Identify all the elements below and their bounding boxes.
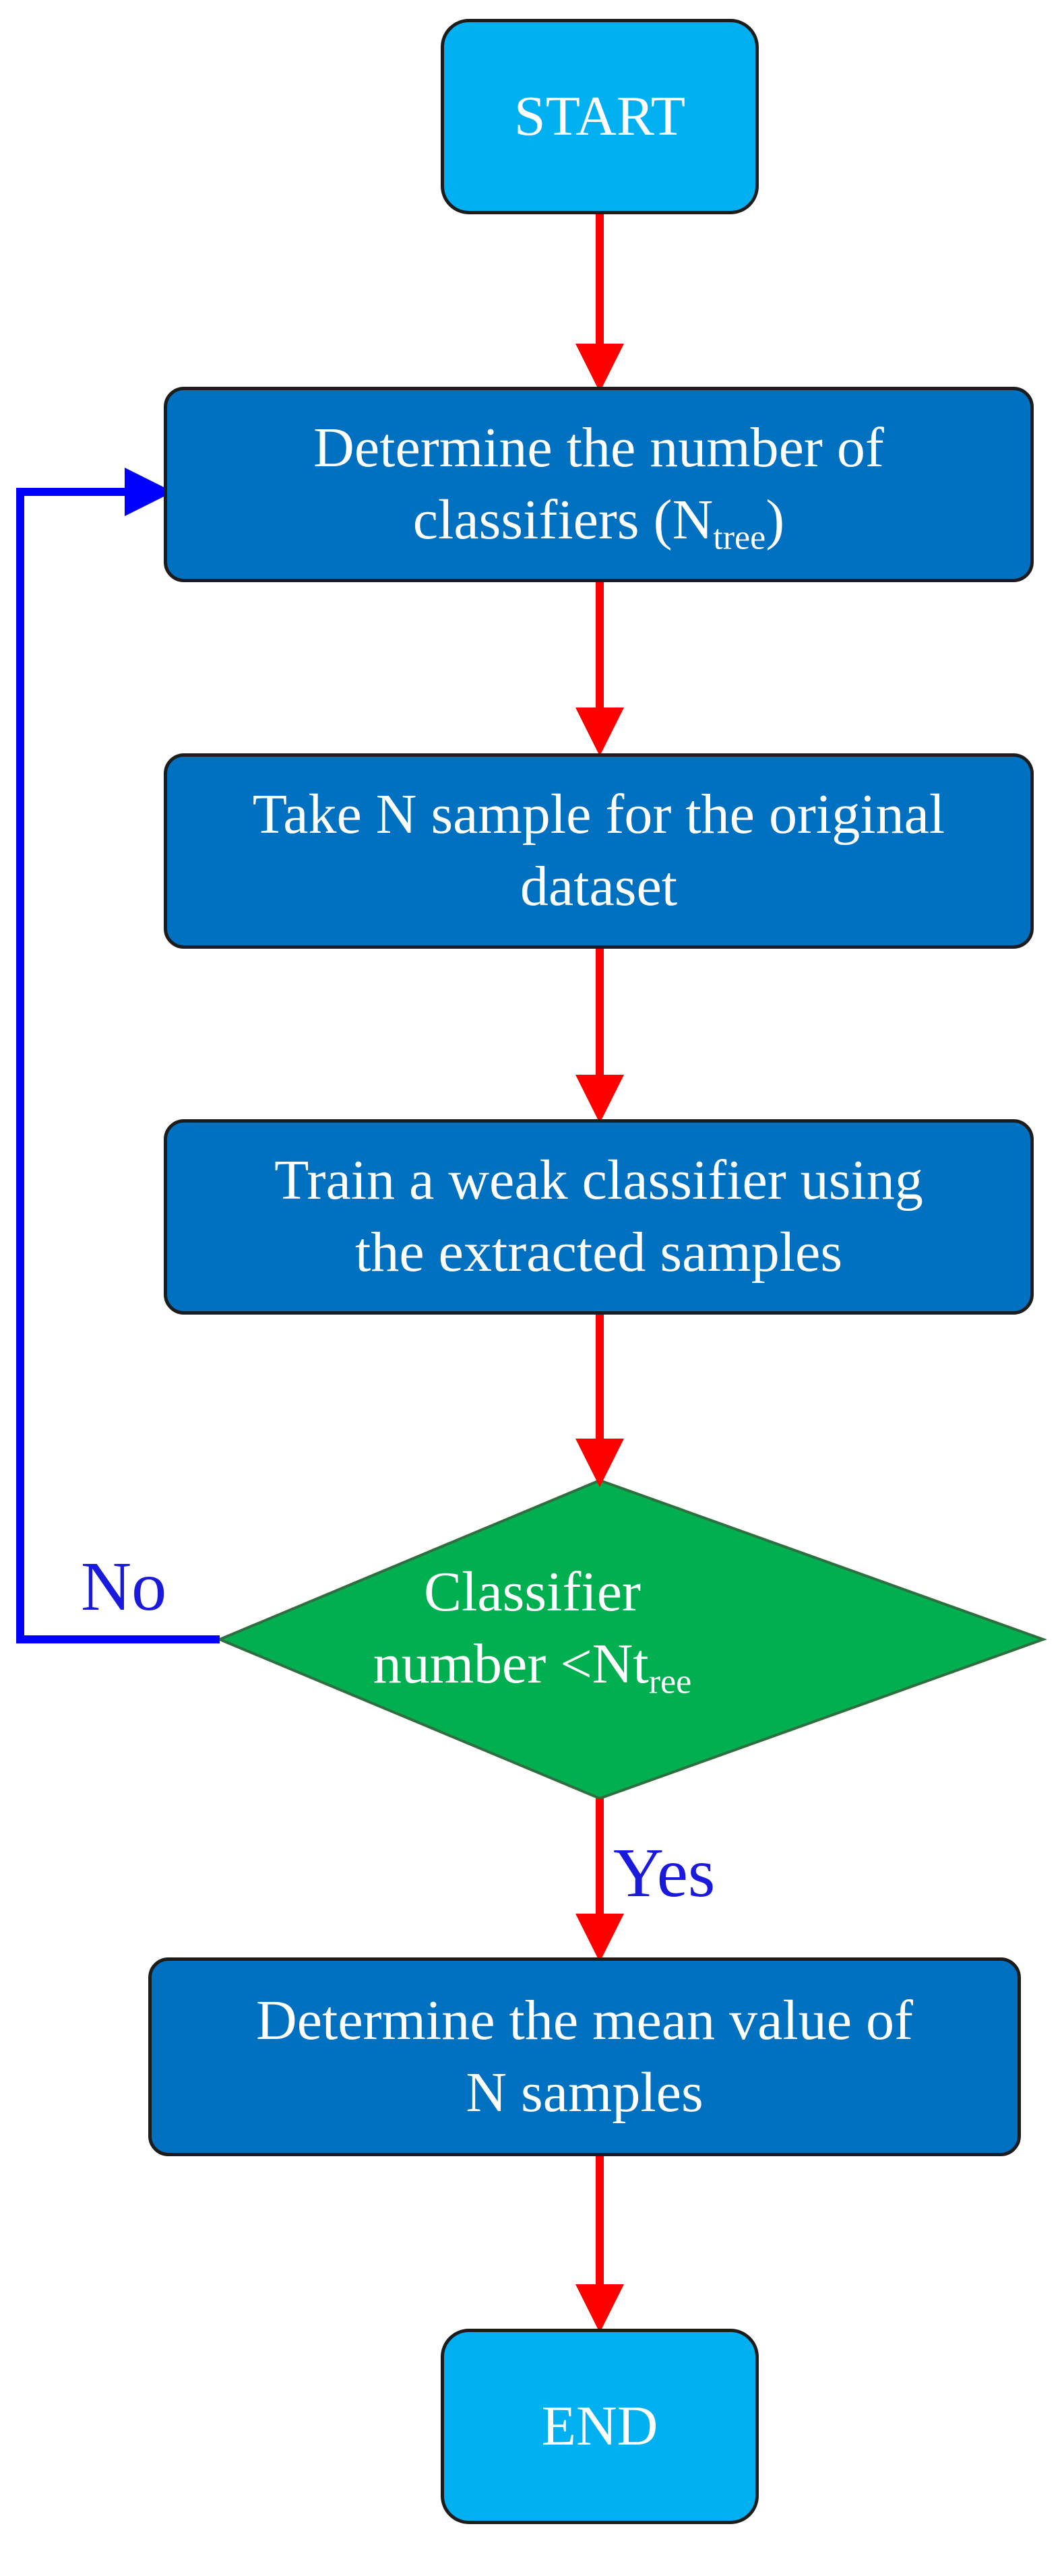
train-weak-line2: the extracted samples	[354, 1221, 843, 1284]
no-edge-label: No	[81, 1548, 167, 1625]
decision-line2: number <Nt	[373, 1632, 649, 1695]
decision-label: Classifier number <Ntree	[310, 1557, 755, 1700]
start-label: START	[513, 84, 686, 148]
take-samples-line2: dataset	[520, 855, 678, 918]
start-node: START	[441, 19, 759, 214]
mean-value-node: Determine the mean value of N samples	[148, 1957, 1021, 2156]
train-weak-classifier-node: Train a weak classifier using the extrac…	[164, 1119, 1034, 1315]
end-node: END	[441, 2329, 759, 2524]
mean-value-line2: N samples	[466, 2061, 704, 2124]
end-label: END	[541, 2394, 658, 2457]
determine-classifiers-subscript: tree	[713, 518, 766, 557]
mean-value-line1: Determine the mean value of	[256, 1988, 913, 2052]
take-samples-line1: Take N sample for the original	[252, 783, 945, 846]
yes-edge-label: Yes	[613, 1834, 716, 1912]
decision-subscript: ree	[648, 1662, 692, 1701]
determine-classifiers-node: Determine the number of classifiers (Ntr…	[164, 387, 1034, 582]
decision-line1: Classifier	[424, 1561, 641, 1623]
determine-classifiers-line1: Determine the number of	[313, 416, 884, 480]
arrow-no-loop-back	[16, 468, 220, 1643]
train-weak-line1: Train a weak classifier using	[274, 1149, 923, 1212]
determine-classifiers-line2: classifiers (N	[412, 489, 714, 551]
take-samples-node: Take N sample for the original dataset	[164, 753, 1034, 949]
determine-classifiers-tail: )	[766, 489, 785, 551]
